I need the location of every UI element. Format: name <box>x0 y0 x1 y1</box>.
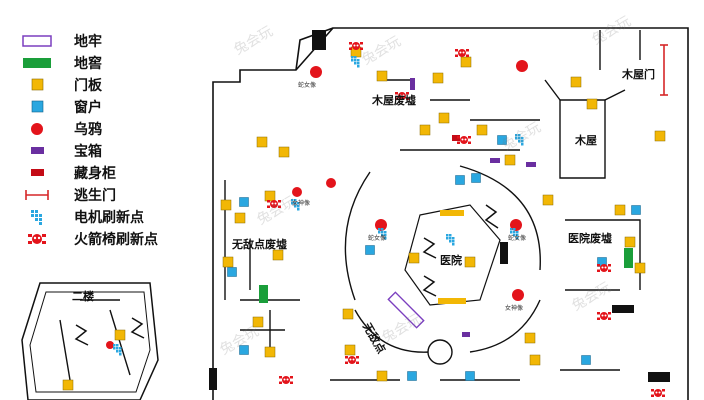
generator-spawn-icon <box>31 210 42 225</box>
statue-label: 女神像 <box>292 200 311 207</box>
legend-label-locker: 藏身柜 <box>74 166 116 182</box>
statue-label: 蛇女像 <box>298 82 317 89</box>
pallets <box>62 46 666 391</box>
dungeon-icon <box>22 35 52 47</box>
legend-label-generator: 电机刷新点 <box>74 210 144 226</box>
legend-chest: 宝箱 <box>22 141 102 161</box>
statue-label: 蛇女像 <box>508 235 527 242</box>
label-hospital: 医院 <box>440 254 462 267</box>
legend-rocket-chair: 火箭椅刷新点 <box>22 229 158 249</box>
dungeon <box>387 291 425 329</box>
legend-crow: 乌鸦 <box>22 119 102 139</box>
legend-pallet: 门板 <box>22 75 102 95</box>
legend-label-exit-gate: 逃生门 <box>74 188 116 204</box>
cellar-east <box>624 248 633 268</box>
label-wooden-ruins: 木屋废墟 <box>372 94 416 107</box>
rocket-chair-spawn-icon <box>28 234 46 244</box>
legend-dungeon: 地牢 <box>22 31 102 51</box>
legend-label-dungeon: 地牢 <box>74 34 102 50</box>
chest-icon <box>31 147 44 154</box>
crow-icon <box>31 123 43 135</box>
legend-label-rocket-chair: 火箭椅刷新点 <box>74 232 158 248</box>
hazard-marks <box>74 204 499 346</box>
exit-gate <box>660 44 668 96</box>
statue-label: 女神像 <box>505 305 524 312</box>
crows <box>106 60 528 349</box>
statue-label: 蛇女像 <box>368 235 387 242</box>
label-second-floor: 二楼 <box>72 290 94 303</box>
cellars <box>259 248 633 303</box>
generator-spawns <box>113 56 524 356</box>
map-legend: 地牢 地窖 门板 窗户 乌鸦 宝箱 藏身柜 逃生门 电机刷新点 火箭 <box>0 0 200 270</box>
legend-label-chest: 宝箱 <box>74 144 102 160</box>
exit-gate-icon <box>25 190 49 200</box>
locker-icon <box>31 169 44 176</box>
hospital-building <box>427 210 466 365</box>
lockers <box>209 30 670 390</box>
label-hospital-ruins: 医院废墟 <box>568 232 612 245</box>
legend-exit-gate: 逃生门 <box>22 185 116 205</box>
walls <box>59 30 641 381</box>
legend-label-crow: 乌鸦 <box>74 122 102 138</box>
cellar-icon <box>23 58 51 68</box>
legend-window: 窗户 <box>22 97 102 117</box>
legend-label-window: 窗户 <box>74 100 102 116</box>
label-wooden-house: 木屋 <box>575 134 597 147</box>
label-no-enemy-ruins: 无敌点废墟 <box>232 238 287 251</box>
legend-label-pallet: 门板 <box>74 78 102 94</box>
label-wooden-door: 木屋门 <box>622 68 655 81</box>
legend-cellar: 地窖 <box>22 53 102 73</box>
legend-label-cellar: 地窖 <box>74 56 102 72</box>
pallet-icon <box>31 78 44 91</box>
legend-generator: 电机刷新点 <box>22 207 144 227</box>
cellar-west <box>259 285 268 303</box>
window-icon <box>31 100 44 113</box>
second-floor-inset <box>21 282 159 400</box>
legend-locker: 藏身柜 <box>22 163 116 183</box>
